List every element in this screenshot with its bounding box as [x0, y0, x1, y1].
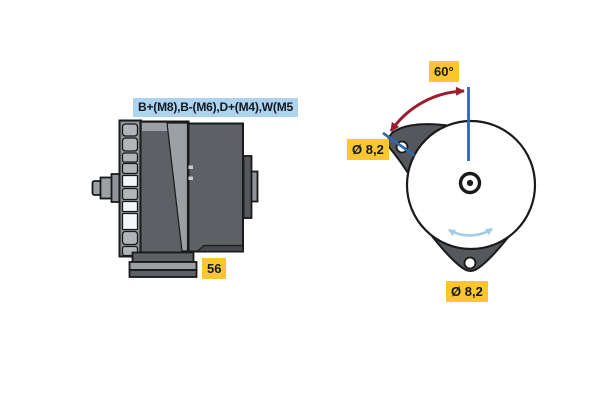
mounting-hole-bottom	[463, 256, 477, 270]
housing-notch	[188, 165, 193, 169]
foot-size-label: 56	[202, 258, 227, 279]
cooling-slot	[121, 200, 139, 213]
angle-arrow-icon	[389, 86, 465, 132]
cooling-slot	[121, 212, 139, 231]
cooling-slot	[121, 123, 139, 137]
alternator-side-view	[91, 119, 259, 278]
rear-housing-lip	[195, 244, 244, 253]
terminal-designation-label: B+(M8),B-(M6),D+(M4),W(M5	[133, 98, 298, 117]
top-hole-diameter-label: Ø 8,2	[347, 139, 389, 160]
cooling-slot	[121, 187, 139, 201]
cooling-slot	[121, 174, 139, 188]
alternator-front-view	[382, 86, 537, 272]
axis-line-angled	[382, 131, 416, 157]
cooling-slots	[121, 123, 139, 257]
bottom-hole-diameter-label: Ø 8,2	[446, 281, 488, 302]
housing-notch	[188, 176, 193, 180]
rotation-arrow-icon	[447, 227, 494, 237]
drive-shaft	[91, 173, 122, 203]
mounting-foot	[128, 251, 198, 278]
housing-top-highlight	[142, 123, 187, 131]
shaft-center	[458, 171, 482, 195]
front-housing	[139, 120, 190, 254]
angle-value-label: 60°	[429, 61, 459, 82]
cooling-slot	[121, 230, 139, 246]
cooling-slot	[121, 162, 139, 175]
drive-end-bracket	[118, 119, 142, 258]
rear-housing	[187, 122, 244, 253]
terminal-connector	[242, 155, 259, 219]
cooling-slot	[121, 152, 139, 163]
cooling-slot	[121, 137, 139, 152]
